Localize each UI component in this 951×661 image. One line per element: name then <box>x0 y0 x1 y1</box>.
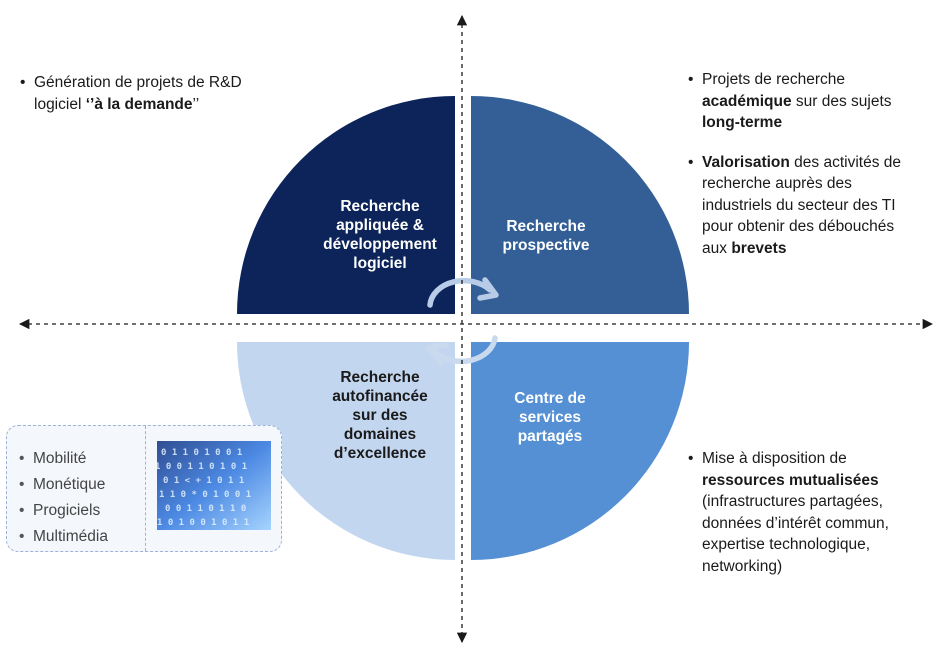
quadrant-bottom-left-label: Recherche autofinancée sur des domaines … <box>305 368 455 463</box>
quadrant-line: domaines <box>343 426 417 443</box>
domain-item: Mobilité <box>19 446 108 472</box>
domain-item: Progiciels <box>19 498 108 524</box>
note-text: Mise à disposition de <box>702 450 847 467</box>
note-text: sur des sujets <box>791 92 892 110</box>
quadrant-top-right-label: Recherche prospective <box>476 217 616 255</box>
quadrant-line: développement <box>323 236 437 253</box>
quadrant-line: Recherche <box>340 369 420 386</box>
quadrant-line: Recherche <box>506 218 586 235</box>
note-emphasis: long-terme <box>702 114 783 131</box>
quadrant-line: appliquée & <box>336 217 424 234</box>
note-top-right: Projets de recherche académique sur des … <box>688 69 916 259</box>
quadrant-top-right <box>471 96 689 314</box>
quadrant-line: autofinancée <box>332 388 428 405</box>
box-divider <box>145 426 146 551</box>
svg-text:1 0 1 0 0 1 0 1 1: 1 0 1 0 0 1 0 1 1 <box>157 518 249 528</box>
domain-item: Monétique <box>19 472 108 498</box>
note-bullet: Valorisation des activités de recherche … <box>688 152 916 260</box>
quadrant-line: Recherche <box>340 198 420 215</box>
note-emphasis: ressources mutualisées <box>702 471 879 489</box>
svg-text:1 0 0 1 1 0 1 0 1: 1 0 0 1 1 0 1 0 1 <box>157 462 247 472</box>
note-top-left: Génération de projets de R&D logiciel ‘’… <box>20 72 282 115</box>
note-text: Génération de projets de R&D logiciel <box>34 74 242 113</box>
domains-list: Mobilité Monétique Progiciels Multimédia <box>19 446 108 550</box>
quadrant-top-left <box>237 96 455 314</box>
quadrant-top-left-label: Recherche appliquée & développement logi… <box>300 197 460 273</box>
svg-text:0 0 1 1 0 1 1 0: 0 0 1 1 0 1 1 0 <box>165 504 246 514</box>
note-text: ’’ <box>192 95 200 113</box>
note-bottom-right: Mise à disposition de ressources mutuali… <box>688 448 913 577</box>
note-text: (infrastructures partagées, données d’in… <box>702 493 889 575</box>
quadrant-line: services <box>518 409 582 426</box>
quadrant-bottom-left <box>237 342 455 560</box>
quadrant-line: logiciel <box>353 255 407 272</box>
quadrant-line: d’excellence <box>333 445 427 462</box>
quadrant-line: partagés <box>517 428 583 445</box>
quadrant-line: prospective <box>502 237 590 254</box>
svg-text:1 1 0 * 0 1 0 0 1: 1 1 0 * 0 1 0 0 1 <box>159 490 251 500</box>
svg-text:0 1 1 0 1 0 0 1: 0 1 1 0 1 0 0 1 <box>161 448 242 458</box>
quadrant-line: sur des <box>352 407 408 424</box>
excellence-domains-box: Mobilité Monétique Progiciels Multimédia… <box>6 425 282 552</box>
domain-item: Multimédia <box>19 524 108 550</box>
quadrant-bottom-right <box>471 342 689 560</box>
note-emphasis: ‘’à la demande <box>85 95 193 113</box>
quadrant-line: Centre de <box>514 390 586 407</box>
note-emphasis: brevets <box>731 239 787 257</box>
note-bullet: Projets de recherche académique sur des … <box>688 69 916 134</box>
note-text: des activités de recherche auprès des in… <box>702 153 902 257</box>
svg-text:0 1 < + 1 0 1 1: 0 1 < + 1 0 1 1 <box>163 476 244 486</box>
digital-data-image: 0 1 1 0 1 0 0 1 1 0 0 1 1 0 1 0 1 0 1 < … <box>157 441 271 530</box>
cycle-arrows-icon <box>426 277 499 366</box>
note-bullet: Génération de projets de R&D logiciel ‘’… <box>20 72 282 115</box>
note-emphasis: Valorisation <box>702 153 790 171</box>
note-emphasis: académique <box>702 92 792 110</box>
note-bullet: Mise à disposition de ressources mutuali… <box>688 448 913 577</box>
note-text: Projets de recherche <box>702 71 846 88</box>
quadrant-bottom-right-label: Centre de services partagés <box>480 389 620 446</box>
